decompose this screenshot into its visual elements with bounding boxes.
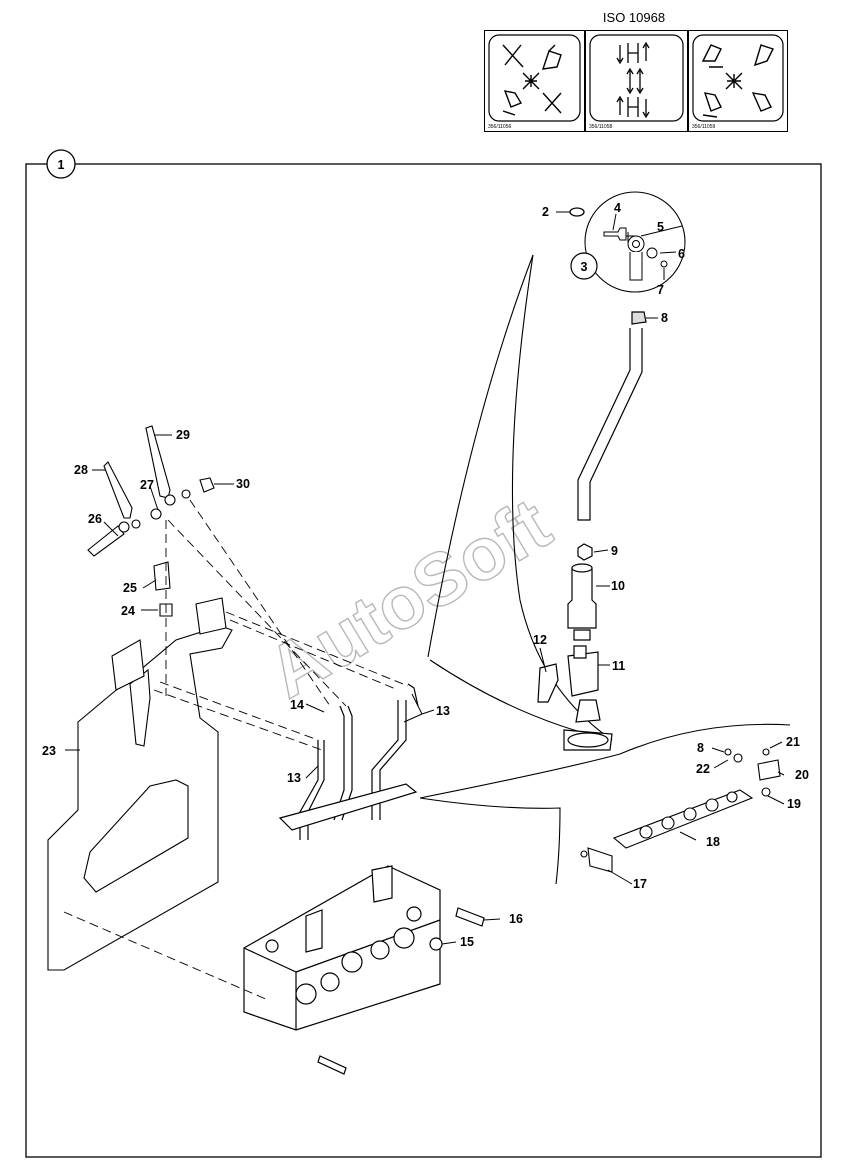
iso-code-left: 356/11056 — [488, 124, 512, 130]
detail-number: 3 — [581, 260, 588, 274]
callout-11: 11 — [612, 659, 625, 673]
callout-18: 18 — [706, 835, 720, 849]
detail-balloon-lower — [419, 723, 791, 885]
callout-14: 14 — [290, 698, 304, 712]
callout-15: 15 — [460, 935, 474, 949]
callout-20: 20 — [795, 768, 809, 782]
rod-end-detail: 3 — [570, 191, 686, 293]
hydraulic-lines — [278, 683, 419, 840]
callout-17: 17 — [633, 877, 647, 891]
control-lever-rod — [577, 311, 647, 521]
joystick-control-pattern-icon — [488, 34, 581, 122]
callout-21: 21 — [786, 735, 800, 749]
callout-13-lower: 13 — [287, 771, 301, 785]
iso-panel-middle: 356/11058 — [585, 30, 688, 132]
callout-8-lower: 8 — [697, 741, 704, 755]
callout-9: 9 — [611, 544, 618, 558]
callout-12: 12 — [533, 633, 547, 647]
callout-24: 24 — [121, 604, 135, 618]
iso-panel-right: 356/11059 — [688, 30, 788, 132]
autosoft-watermark: AutoSoft — [253, 482, 563, 714]
lever-base-assembly — [537, 543, 613, 751]
assembly-center-lines — [63, 499, 409, 1001]
callout-5: 5 — [657, 220, 664, 234]
callout-26: 26 — [88, 512, 102, 526]
callout-25: 25 — [123, 581, 137, 595]
callout-6: 6 — [678, 247, 685, 261]
diagram-frame — [25, 163, 822, 1158]
callout-30: 30 — [236, 477, 250, 491]
joystick-control-pattern-icon — [692, 34, 784, 122]
control-levers — [87, 425, 215, 617]
callout-23: 23 — [42, 744, 56, 758]
iso-code-middle: 356/11058 — [589, 124, 613, 130]
frame-number-badge: 1 — [46, 149, 76, 179]
callout-leaders — [65, 211, 785, 945]
callout-7: 7 — [657, 283, 664, 297]
washer-part — [569, 207, 585, 217]
mounting-plate — [47, 597, 233, 971]
frame-number: 1 — [58, 158, 65, 172]
mounting-rail-assembly — [580, 748, 781, 873]
callout-27: 27 — [140, 478, 154, 492]
callout-22: 22 — [696, 762, 710, 776]
detail-balloon-upper — [427, 254, 613, 741]
callout-29: 29 — [176, 428, 190, 442]
iso-code-right: 356/11059 — [692, 124, 716, 130]
callout-28: 28 — [74, 463, 88, 477]
callout-8: 8 — [661, 311, 668, 325]
callout-19: 19 — [787, 797, 801, 811]
callout-13-upper: 13 — [436, 704, 450, 718]
callout-10: 10 — [611, 579, 625, 593]
callout-16: 16 — [509, 912, 523, 926]
lever-movement-arrows-icon — [589, 34, 684, 122]
callout-2: 2 — [542, 205, 549, 219]
detail-number-badge — [570, 252, 598, 280]
control-valve-block — [243, 865, 485, 1075]
callout-4: 4 — [614, 201, 621, 215]
iso-panel-left: 356/11056 — [484, 30, 585, 132]
iso-standard-label: ISO 10968 — [602, 10, 666, 25]
